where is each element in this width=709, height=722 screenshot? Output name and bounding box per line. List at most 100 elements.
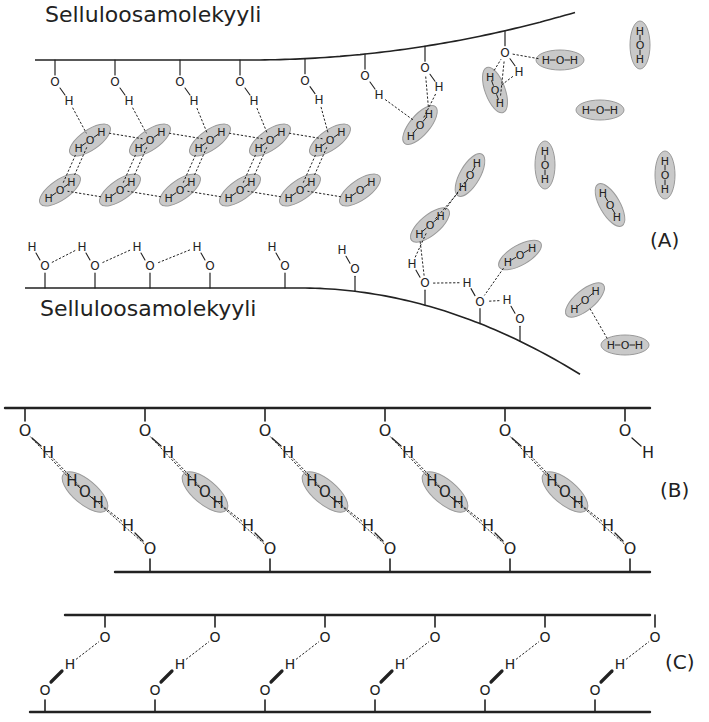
water-molecule	[601, 335, 649, 355]
atom-symbol: H	[254, 143, 262, 154]
hydroxyl-stem	[304, 59, 305, 74]
atom-symbol: H	[27, 241, 36, 253]
atom-symbol: O	[541, 160, 550, 171]
atom-symbol: H	[661, 184, 669, 195]
water-molecule	[655, 151, 675, 199]
hydrogen-bond	[589, 307, 607, 338]
atom-symbol: O	[369, 683, 380, 697]
hydrogen-bond	[109, 133, 142, 138]
atom-symbol: H	[496, 98, 504, 109]
atom-symbol: H	[502, 294, 511, 306]
cellulose-chain	[30, 711, 650, 713]
hydroxyl-stem	[149, 559, 151, 572]
bond-line	[161, 671, 172, 682]
water-molecule	[397, 100, 443, 150]
water-molecule	[494, 234, 546, 275]
atom-symbol: O	[379, 423, 392, 439]
bond-line	[615, 345, 620, 346]
hydrogen-bond	[30, 437, 66, 475]
hydrogen-bond	[229, 133, 262, 138]
water-molecule	[560, 277, 610, 323]
atom-symbol: H	[582, 105, 590, 116]
panel-label: (C)	[665, 652, 695, 672]
atom-symbol: H	[65, 657, 76, 671]
atom-symbol: O	[144, 541, 157, 557]
bond-line	[491, 671, 502, 682]
atom-symbol: H	[344, 193, 352, 204]
atom-symbol: O	[86, 135, 95, 146]
atom-symbol: O	[176, 185, 185, 196]
bond-line	[430, 74, 435, 81]
hydrogen-bond	[501, 61, 505, 96]
atom-symbol: H	[97, 126, 105, 137]
atom-symbol: O	[499, 423, 512, 439]
atom-symbol: O	[145, 260, 154, 272]
atom-symbol: H	[486, 71, 494, 82]
atom-symbol: O	[466, 170, 475, 181]
bond-line	[495, 533, 503, 541]
atom-symbol: O	[621, 340, 630, 351]
atom-symbol: H	[425, 109, 433, 120]
atom-symbol: H	[541, 174, 549, 185]
atom-symbol: O	[209, 630, 220, 644]
atom-symbol: O	[300, 75, 309, 87]
hydrogen-bond	[157, 250, 189, 263]
atom-symbol: O	[384, 541, 397, 557]
atom-symbol: H	[249, 95, 258, 107]
water-molecule	[405, 202, 455, 248]
atom-symbol: O	[205, 260, 214, 272]
atom-symbol: H	[462, 277, 471, 289]
atom-symbol: H	[437, 211, 445, 222]
atom-symbol: H	[217, 126, 225, 137]
atom-symbol: H	[374, 89, 383, 101]
atom-symbol: H	[635, 340, 643, 351]
atom-symbol: H	[636, 54, 644, 65]
atom-symbol: H	[242, 518, 254, 534]
bond-line	[141, 253, 145, 260]
hydroxyl-stem	[624, 408, 626, 421]
hydroxyl-stem	[149, 273, 150, 288]
hydroxyl-stem	[389, 559, 391, 572]
hydroxyl-stem	[144, 408, 146, 421]
hydrogen-bond	[76, 642, 98, 659]
atom-symbol: H	[402, 445, 414, 461]
atom-symbol: H	[175, 657, 186, 671]
atom-symbol: O	[116, 185, 125, 196]
hydroxyl-stem	[264, 700, 266, 712]
atom-symbol: H	[504, 257, 512, 268]
atom-symbol: H	[42, 445, 54, 461]
atom-symbol: H	[362, 518, 374, 534]
hydrogen-bond	[488, 300, 499, 302]
bond-line	[416, 270, 420, 277]
molecule-label: Selluloosamolekyyli	[40, 298, 256, 320]
water-molecule	[535, 141, 555, 189]
hydroxyl-stem	[94, 273, 95, 288]
atom-symbol: H	[570, 303, 578, 314]
hydrogen-bond	[426, 76, 429, 106]
water-molecule	[630, 21, 650, 69]
atom-symbol: O	[139, 423, 152, 439]
bond-line	[346, 256, 350, 263]
atom-symbol: H	[277, 126, 285, 137]
hydrogen-bond	[501, 77, 512, 86]
hydrogen-bond	[390, 437, 426, 475]
bond-line	[375, 533, 383, 541]
hydrogen-bond	[257, 108, 267, 132]
hydrogen-bond	[344, 508, 384, 543]
bond-line	[381, 671, 392, 682]
hydroxyl-stem	[434, 615, 436, 627]
atom-symbol: H	[522, 445, 534, 461]
atom-symbol: H	[134, 143, 142, 154]
atom-symbol: H	[505, 657, 516, 671]
hydrogen-bond	[513, 54, 538, 58]
bond-line	[271, 671, 282, 682]
water-molecule	[176, 465, 234, 519]
atom-symbol: H	[337, 126, 345, 137]
atom-symbol: H	[407, 258, 416, 270]
atom-symbol: O	[319, 485, 331, 500]
bond-line	[524, 250, 528, 252]
atom-symbol: H	[267, 241, 276, 253]
atom-symbol: O	[199, 485, 211, 500]
